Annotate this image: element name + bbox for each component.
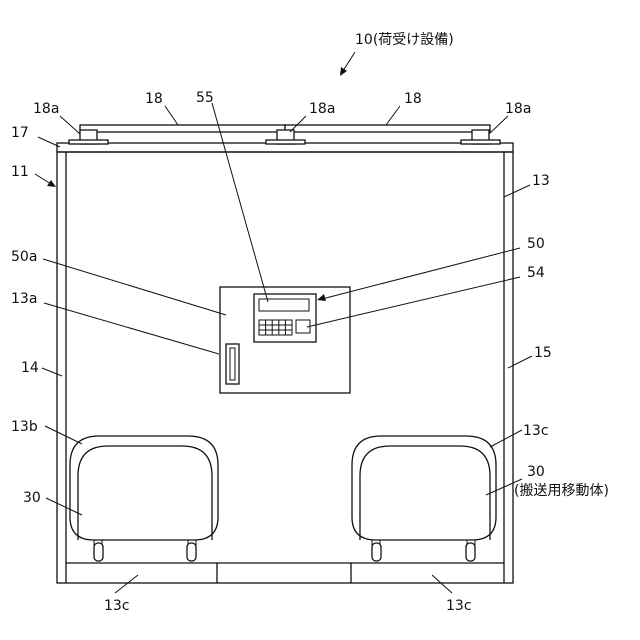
wheel <box>372 540 381 561</box>
label-hinge-left: 18a <box>33 101 59 117</box>
wheel <box>94 540 103 561</box>
label-lid-right: 18 <box>404 91 422 107</box>
keypad <box>259 320 292 335</box>
wheel <box>466 540 475 561</box>
label-vehicle-right: 30 <box>527 464 545 480</box>
label-opening-right: 13c <box>523 423 549 439</box>
wheel <box>187 540 196 561</box>
label-opening-left: 13b <box>11 419 38 435</box>
transport-vehicle-right <box>352 436 496 561</box>
label-front-13a: 13a <box>11 291 37 307</box>
label-facility: 10(荷受け設備) <box>355 32 454 48</box>
label-vehicle-caption: (搬送用移動体) <box>514 483 609 499</box>
label-panel-50a: 50a <box>11 249 37 265</box>
label-front-wall: 13 <box>532 173 550 189</box>
label-vehicle-left: 30 <box>23 490 41 506</box>
door-handle <box>226 344 239 384</box>
label-left-wall: 14 <box>21 360 39 376</box>
label-right-wall: 15 <box>534 345 552 361</box>
label-floor-left: 13c <box>104 598 130 614</box>
label-hinge-right: 18a <box>505 101 531 117</box>
control-panel <box>220 287 350 393</box>
label-lock-display: 55 <box>196 90 214 106</box>
label-hinge-middle: 18a <box>309 101 335 117</box>
transport-vehicle-left <box>70 436 218 561</box>
label-panel-54: 54 <box>527 265 545 281</box>
label-body: 11 <box>11 164 29 180</box>
label-top-edge: 17 <box>11 125 29 141</box>
label-lid-left: 18 <box>145 91 163 107</box>
label-floor-right: 13c <box>446 598 472 614</box>
label-panel-50: 50 <box>527 236 545 252</box>
